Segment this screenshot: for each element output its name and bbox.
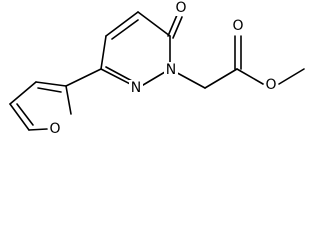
bond-ring-n2-c3-double — [105, 66, 135, 83]
atom-ring-oxygen: O — [48, 121, 62, 137]
svg-text:O: O — [49, 121, 60, 137]
bond-ring-c5-c6 — [137, 11, 171, 37]
atom-nitrogen-2: N — [129, 80, 143, 96]
bond-furan-pyridazinone — [65, 68, 102, 87]
bond-ch2-ester-carbon — [204, 68, 238, 89]
chemical-structure-diagram: O N N O O O — [9, 0, 305, 137]
atom-ester-oxygen: O — [264, 77, 278, 93]
bond-ring-carbonyl-1 — [167, 14, 178, 37]
bond-ring-carbonyl-2 — [172, 16, 183, 39]
bond-ester-carbon-oxygen — [236, 68, 264, 85]
atom-nitrogen-1: N — [164, 62, 178, 78]
bond-furan-c3-c4 — [9, 81, 37, 105]
svg-text:O: O — [232, 18, 243, 34]
bond-ring-c3-c4 — [100, 35, 107, 70]
bond-furan-c4-c5-double — [16, 103, 34, 126]
structure-canvas: O N N O O O — [9, 0, 305, 137]
svg-text:N: N — [131, 80, 141, 96]
atom-carbonyl-oxygen-ring: O — [174, 0, 188, 16]
bond-furan-c4-c5 — [9, 103, 30, 131]
bond-ring-c4-c5-double — [111, 19, 139, 40]
atom-carbonyl-oxygen-ester: O — [231, 18, 245, 34]
bond-ring-c4-c5 — [105, 11, 139, 37]
bond-furan-o-c2 — [65, 85, 72, 115]
svg-text:N: N — [166, 62, 176, 78]
bond-furan-c5-o — [28, 128, 48, 131]
bond-furan-c2-c3 — [35, 81, 67, 87]
svg-text:O: O — [265, 77, 276, 93]
svg-text:O: O — [175, 0, 186, 16]
bond-ester-oxygen-methyl — [278, 68, 305, 85]
bond-furan-c2-c3-double — [37, 87, 62, 93]
